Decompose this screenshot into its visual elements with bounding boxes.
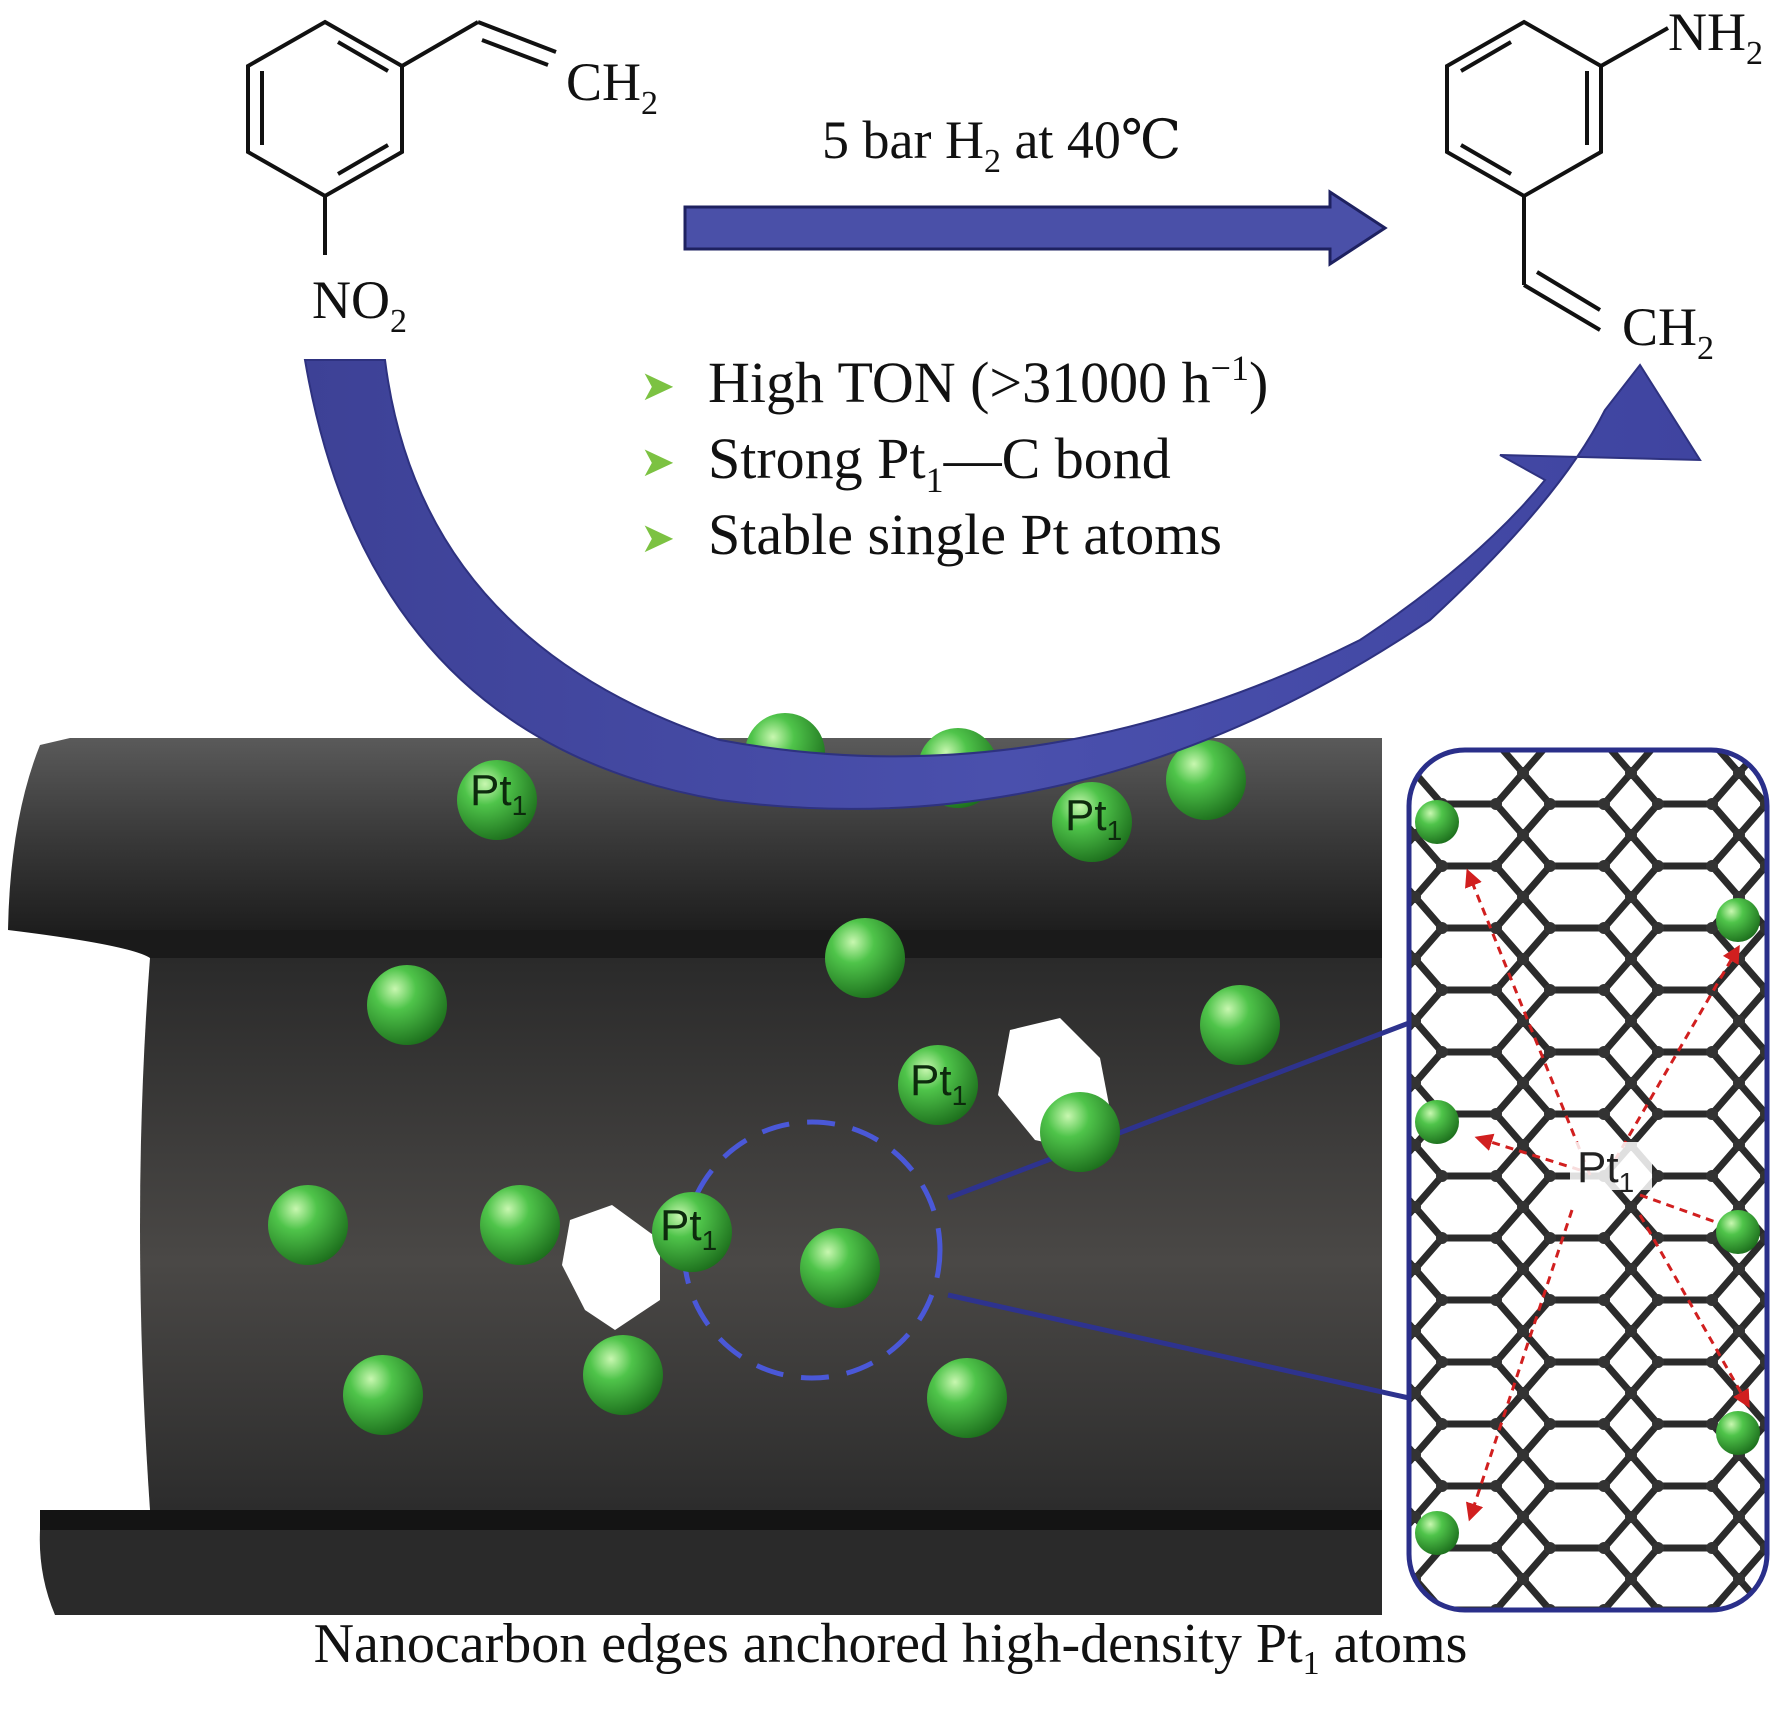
feature-stable: Stable single Pt atoms xyxy=(708,502,1222,567)
reaction-condition: 5 bar H2 at 40℃ xyxy=(822,110,1181,180)
pt-atom xyxy=(800,1228,880,1308)
product-vinyl-double xyxy=(1535,270,1602,312)
red-arrow xyxy=(1465,1209,1574,1522)
product-vinyl-bond xyxy=(1522,283,1602,332)
feature-list: ➤ High TON (>31000 h−1) ➤ Strong Pt1—C b… xyxy=(640,348,1268,567)
feature-ton: High TON (>31000 h−1) xyxy=(708,348,1268,415)
pt-atom xyxy=(1200,985,1280,1065)
inset-pt-label: Pt1 xyxy=(1577,1143,1634,1198)
pt-atom xyxy=(825,918,905,998)
reaction-arrow-shape xyxy=(683,189,1388,267)
zoom-line-bottom xyxy=(947,1292,1410,1401)
pt-label: Pt1 xyxy=(1065,791,1122,846)
bullet-icon: ➤ xyxy=(640,516,675,562)
tube-hole-2 xyxy=(562,1205,660,1330)
reactant-double-bond xyxy=(336,40,390,73)
reactant-vinyl-double xyxy=(481,38,549,67)
pt-atom xyxy=(1052,782,1132,862)
reactant-ring xyxy=(246,19,404,199)
nanotube xyxy=(8,738,1410,1615)
red-arrow xyxy=(1465,868,1592,1176)
pt-label: Pt1 xyxy=(910,1056,967,1111)
pt-atom xyxy=(927,1358,1007,1438)
tube-rim-bottom xyxy=(40,1510,1382,1530)
pt-atom xyxy=(1166,740,1246,820)
pt-atom xyxy=(343,1355,423,1435)
pt-atom xyxy=(268,1185,348,1265)
product-molecule xyxy=(1445,19,1669,332)
edge-pt-atom xyxy=(1716,898,1760,942)
product-ring xyxy=(1445,19,1603,199)
reactant-no2-label: NO2 xyxy=(312,270,407,340)
product-nh2-label: NH2 xyxy=(1668,2,1763,72)
zoom-line-top xyxy=(947,1020,1410,1201)
edge-pt-atom xyxy=(1415,800,1459,844)
pt-atom xyxy=(583,1335,663,1415)
reaction-arrow: 5 bar H2 at 40℃ xyxy=(683,110,1388,267)
figure-caption: Nanocarbon edges anchored high-density P… xyxy=(313,1613,1468,1683)
product-ch2-label: CH2 xyxy=(1622,297,1714,367)
reactant-ch2-label: CH2 xyxy=(566,52,658,122)
pt-atom xyxy=(457,760,537,840)
pt-atom-labels: Pt1 Pt1 Pt1 Pt1 xyxy=(470,766,1122,1256)
reactant-vinyl-bond xyxy=(400,20,480,68)
red-arrow xyxy=(1638,1214,1750,1409)
reactant-double-bond xyxy=(336,143,390,176)
reactant-molecule xyxy=(246,19,557,255)
curved-arrow xyxy=(303,359,1702,810)
pt-label: Pt1 xyxy=(470,766,527,821)
product-double-bond xyxy=(1459,40,1513,73)
inset-border xyxy=(1406,747,1770,1613)
curved-arrow-shape xyxy=(303,359,1702,810)
pt-atom xyxy=(480,1185,560,1265)
bullet-icon: ➤ xyxy=(640,440,675,486)
red-arrow xyxy=(1474,1133,1581,1172)
pt-label: Pt1 xyxy=(660,1201,717,1256)
edge-pt-atom xyxy=(1415,1100,1459,1144)
pt-atom xyxy=(1040,1092,1120,1172)
pt-atom xyxy=(367,965,447,1045)
pt-atom xyxy=(898,1045,978,1125)
edge-pt-atom xyxy=(1716,1210,1760,1254)
tube-rim-top xyxy=(8,930,1382,958)
bullet-icon: ➤ xyxy=(640,364,675,410)
edge-pt-atom xyxy=(1716,1411,1760,1455)
zoom-circle xyxy=(681,1119,943,1381)
inset-label-backdrop xyxy=(1570,1142,1652,1190)
tube-lower-shell xyxy=(39,1530,1383,1615)
product-amine-bond xyxy=(1600,26,1669,68)
inset-panel: Pt1 xyxy=(1406,747,1770,1613)
pt-atom xyxy=(652,1192,732,1272)
reactant-vinyl-bond xyxy=(477,20,557,54)
feature-bond: Strong Pt1—C bond xyxy=(708,426,1171,500)
product-double-bond xyxy=(1459,143,1513,176)
edge-pt-atom xyxy=(1415,1511,1459,1555)
